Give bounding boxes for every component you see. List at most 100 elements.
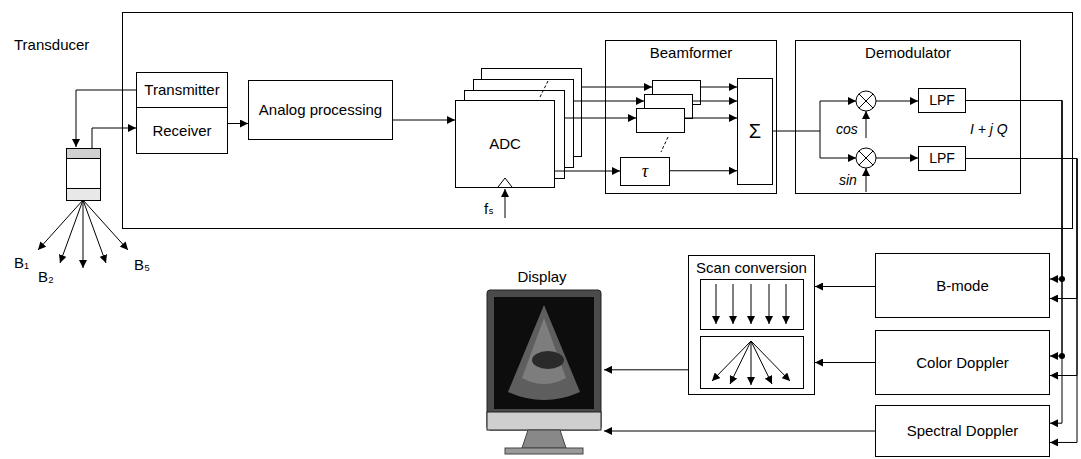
signal-arrow	[815, 286, 875, 287]
transducer-probe	[67, 189, 101, 201]
node-title: LPF	[929, 150, 955, 166]
signal-wire	[505, 189, 506, 218]
filter-box: LPF	[918, 146, 966, 171]
scan-geometry	[716, 284, 717, 324]
signal-wire	[564, 118, 636, 119]
node-title: Scan conversion	[696, 259, 807, 276]
signal-arrow	[604, 369, 688, 370]
demodulator-group: DemodulatorLPF LPF	[795, 40, 1021, 194]
display-node: Display	[480, 265, 604, 459]
delay-element	[661, 137, 668, 152]
signal-wire	[573, 101, 644, 102]
ultrasound-beam	[83, 200, 128, 250]
scan-geometry	[701, 337, 804, 389]
transducer-probe	[67, 149, 101, 201]
node-title: Σ	[749, 120, 761, 143]
display-monitor	[522, 430, 566, 448]
display-monitor	[522, 318, 566, 384]
signal-arrow	[228, 123, 248, 124]
clock-input-symbol	[498, 178, 512, 187]
signal-wire	[76, 90, 136, 147]
signal-wire	[866, 168, 867, 192]
scan-geometry	[730, 341, 751, 384]
signal-wire	[820, 101, 856, 102]
node-title: Spectral Doppler	[907, 422, 1019, 439]
signal-wire	[684, 118, 737, 119]
transducer-probe	[67, 149, 101, 201]
display-monitor	[505, 448, 583, 454]
display-monitor	[487, 412, 601, 430]
process-box: B-mode	[875, 253, 1050, 318]
node-title: Display	[517, 268, 566, 285]
node-title: Transmitter	[144, 81, 219, 98]
signal-arrow	[393, 120, 455, 121]
signal-wire	[692, 101, 737, 102]
signal-wire	[773, 101, 820, 158]
signal-arrow	[555, 171, 620, 172]
beam-label: B₁	[14, 254, 29, 271]
node-title: Demodulator	[865, 44, 951, 61]
ultrasound-beam	[38, 200, 83, 250]
scan-geometry	[751, 341, 752, 385]
scan-geometry	[712, 341, 751, 381]
beam-label: B₂	[38, 268, 54, 285]
mixer-symbol	[859, 94, 873, 108]
ultrasound-beam	[38, 200, 128, 268]
scan-geometry	[786, 284, 787, 324]
node-title: Beamformer	[650, 44, 733, 61]
scan-geometry	[769, 284, 770, 324]
delay-element	[637, 81, 701, 153]
transducer-probe	[67, 149, 101, 159]
signal-wire	[76, 87, 918, 218]
signal-arrow	[604, 431, 875, 432]
summer-box: Σ	[737, 78, 773, 185]
mixer-symbol	[856, 148, 876, 168]
signal-arrow	[815, 362, 875, 363]
system-housing	[123, 13, 1073, 229]
junction-dot	[1059, 353, 1065, 359]
part-label: Transducer	[14, 36, 89, 53]
signal-wire	[581, 87, 652, 88]
process-box: Spectral Doppler	[875, 405, 1050, 457]
signal-label: fₛ	[484, 200, 494, 217]
signal-wire	[876, 158, 918, 159]
node-title: τ	[642, 161, 648, 182]
scan-geometry	[733, 284, 734, 324]
scan-geometry	[751, 284, 752, 324]
mixer-symbol	[856, 91, 876, 168]
beam-label: B₅	[134, 256, 150, 273]
scan-geometry	[701, 280, 804, 330]
display-monitor	[508, 305, 580, 400]
ultrasound-beam	[83, 200, 106, 263]
delay-box: τ	[620, 157, 670, 186]
node-title: Color Doppler	[916, 354, 1009, 371]
signal-wire	[820, 158, 856, 159]
node-title: LPF	[929, 92, 955, 108]
scan-geometry	[701, 280, 804, 389]
signal-label: I + j Q	[970, 121, 1008, 137]
display-monitor	[494, 297, 594, 409]
signal-label: sin	[839, 172, 857, 188]
scan-geometry	[751, 341, 772, 384]
node-title: ADC	[489, 135, 521, 152]
mixer-symbol	[856, 91, 876, 111]
adc-box: ADC	[455, 100, 555, 188]
node-title: Receiver	[152, 122, 211, 139]
beamformer-group: Beamformer τ Σ	[605, 40, 777, 194]
process-box: Color Doppler	[875, 330, 1050, 395]
filter-box: LPF	[918, 88, 966, 113]
system-housing	[123, 13, 1073, 229]
delay-element	[637, 109, 685, 133]
signal-label: cos	[836, 121, 858, 137]
node-title: B-mode	[936, 277, 989, 294]
junction-dot	[1059, 276, 1065, 282]
signal-wire	[700, 87, 737, 88]
ultrasound-beam	[83, 200, 84, 268]
adc-channel	[540, 81, 548, 97]
signal-wire	[876, 101, 918, 102]
node-title: Analog processing	[259, 101, 382, 118]
display-monitor	[487, 290, 601, 430]
signal-arrow	[670, 170, 737, 171]
scan-geometry	[751, 341, 790, 381]
